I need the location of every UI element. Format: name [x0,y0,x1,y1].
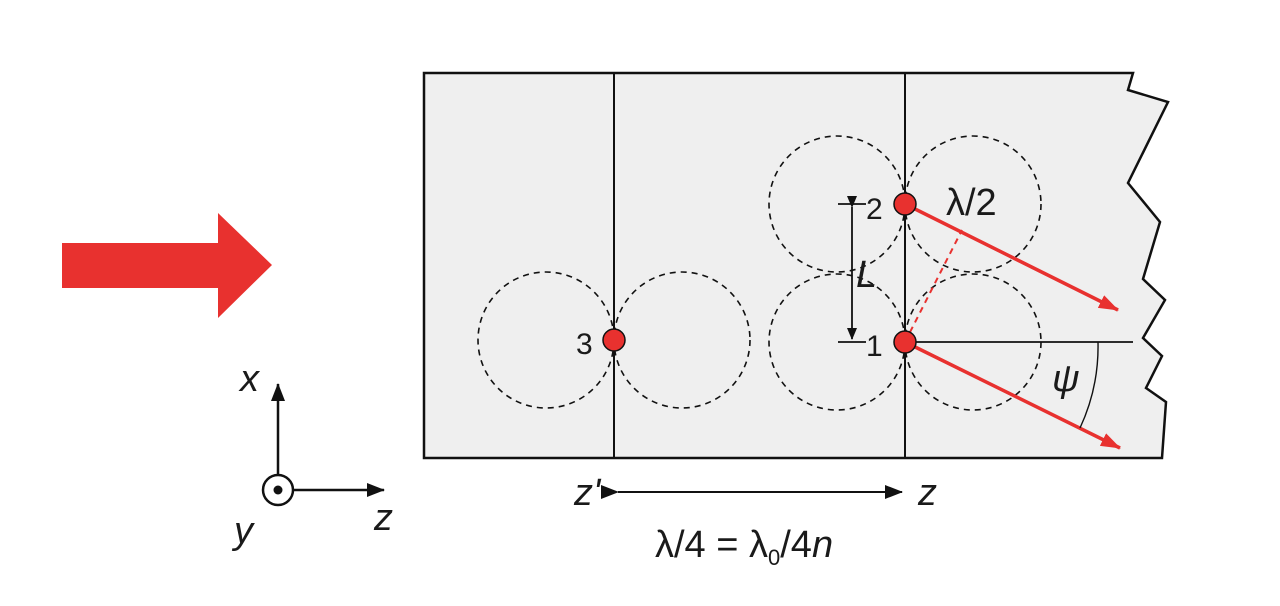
atom-1-label: 1 [866,330,883,363]
path-difference-line [904,229,963,343]
angle-psi-label: ψ [1052,358,1080,400]
y-axis-label: y [231,510,255,552]
y-axis-dot [273,485,283,495]
scattered-ray-atom1 [904,340,1121,450]
atom-3-label: 3 [576,328,593,361]
x-axis-label: x [238,358,261,400]
formula-main: λ/4 = λ [655,524,768,566]
coordinate-axes: x y z [231,358,393,552]
plane-spacing-formula: λ/4 = λ0/4n [655,524,833,570]
spacing-L-marker [838,196,866,343]
formula-subscript: 0 [768,545,780,570]
z-prime-label: z' [573,472,602,514]
formula-n: n [812,524,833,566]
atom-2-label: 2 [866,193,883,226]
formula-tail: /4 [780,524,812,566]
atom-3 [602,328,626,352]
incident-beam-arrow [62,213,272,318]
angle-psi-arc [1079,341,1099,429]
spacing-L-label: L [856,254,877,296]
scattered-ray-atom2 [904,202,1119,312]
crystal-slab [422,71,1170,460]
lambda-half-label: λ/2 [946,182,997,224]
atom-2 [893,192,917,216]
atom-1 [893,330,917,354]
z-label: z [917,472,937,514]
z-axis-label: z [373,497,393,539]
